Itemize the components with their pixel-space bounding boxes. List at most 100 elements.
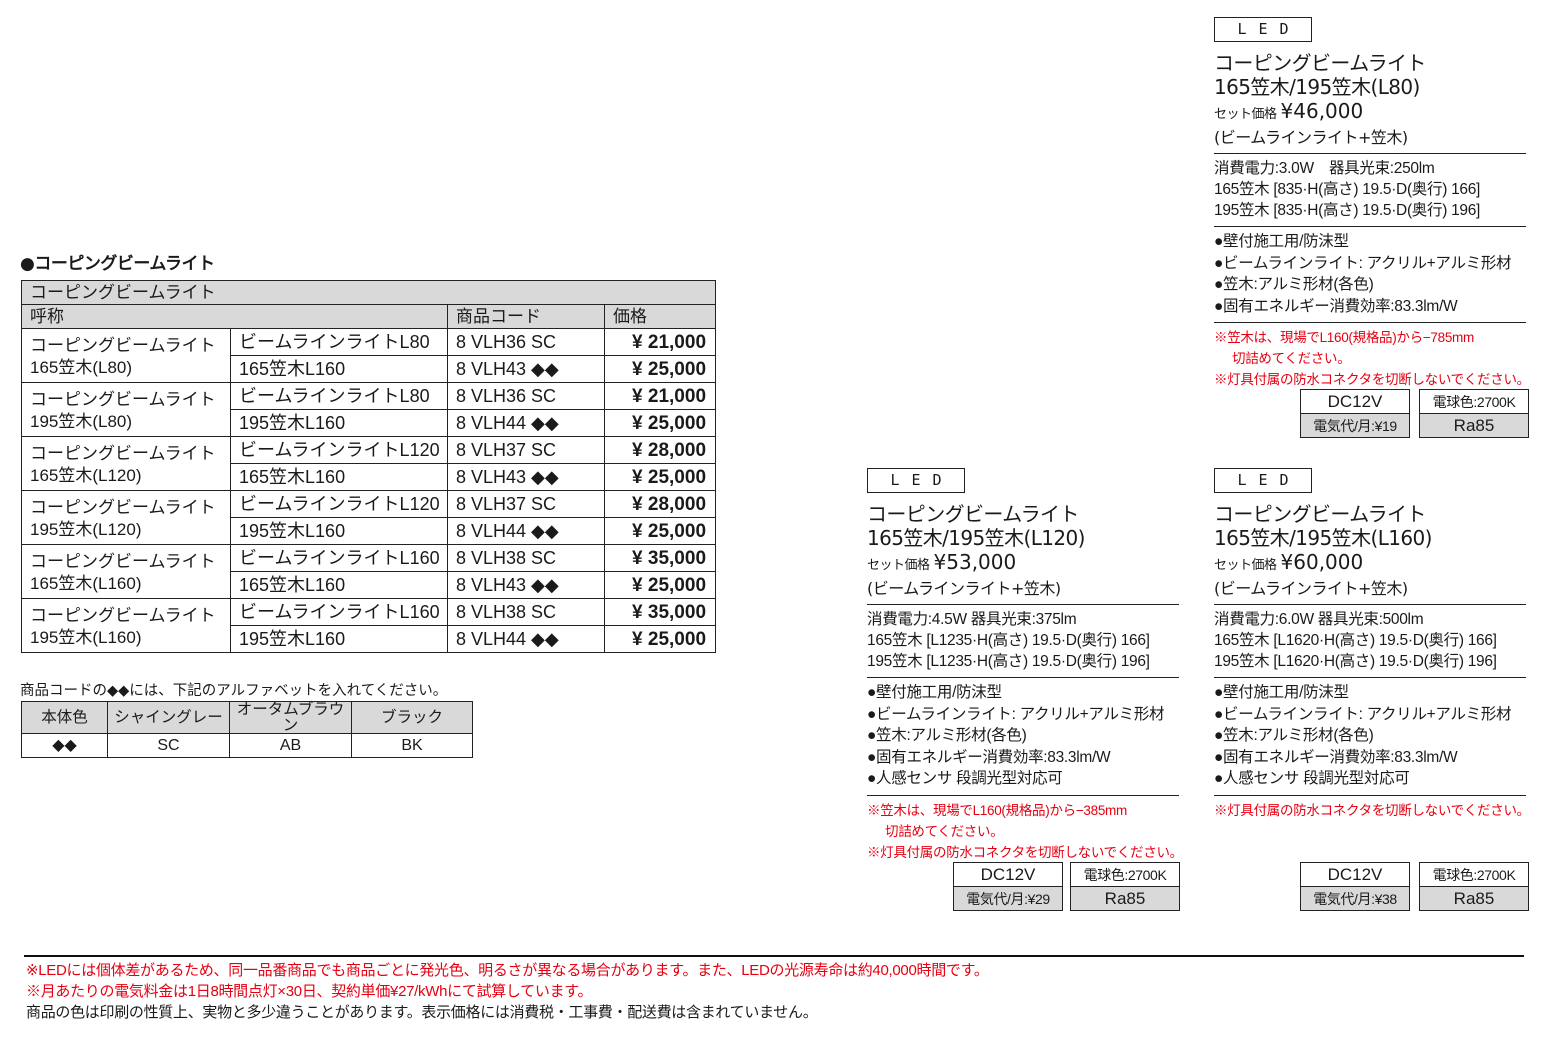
- feature-item: ●ビームラインライト: アクリル+アルミ形材: [1214, 254, 1512, 272]
- feature-item: ●ビームラインライト: アクリル+アルミ形材: [1214, 705, 1512, 723]
- feature-item: ●人感センサ 段調光型対応可: [867, 770, 1063, 787]
- part-cell: ビームラインライトL160: [230, 544, 448, 572]
- spec-line: 165笠木 [L1620·H(高さ) 19.5·D(奥行) 166]: [1214, 632, 1497, 649]
- product-name-line1: コーピングビームライト: [30, 497, 216, 517]
- header-code: 商品コード: [447, 304, 605, 329]
- warning-note: 切詰めてください。: [1232, 351, 1351, 366]
- color-temperature: 電球色:2700K: [1070, 862, 1180, 887]
- feature-item: ●壁付施工用/防沫型: [1214, 684, 1349, 701]
- product-name-line1: コーピングビームライト: [30, 443, 216, 463]
- part-cell: 165笠木L160: [230, 463, 448, 491]
- header-price: 価格: [603, 304, 717, 329]
- part-cell: 195笠木L160: [230, 625, 448, 653]
- feature-item: ●壁付施工用/防沫型: [867, 684, 1002, 701]
- card-title-line1: コーピングビームライト: [1214, 51, 1426, 75]
- product-name-line2: 195笠木(L160): [30, 627, 142, 647]
- price-cell: ¥ 25,000: [603, 571, 717, 599]
- product-name-line2: 165笠木(L120): [30, 465, 142, 485]
- color-code-note: 商品コードの◆◆には、下記のアルファベットを入れてください。: [20, 683, 448, 699]
- product-name-line2: 165笠木(L160): [30, 573, 142, 593]
- table-caption: コーピングビームライト: [20, 280, 717, 305]
- spec-line: 消費電力:3.0W 器具光束:250lm: [1214, 160, 1435, 177]
- divider: [867, 794, 1179, 796]
- product-name-cell: コーピングビームライト 195笠木(L160): [21, 598, 231, 653]
- feature-item: ●人感センサ 段調光型対応可: [1214, 770, 1410, 787]
- product-card-l120: LED コーピングビームライト 165笠木/195笠木(L120) セット価格¥…: [867, 468, 1183, 863]
- led-badge: LED: [1214, 17, 1312, 42]
- warning-note: ※灯具付属の防水コネクタを切断しないでください。: [1214, 372, 1530, 387]
- part-cell: ビームラインライトL120: [230, 436, 448, 464]
- color-temp-box: 電球色:2700K Ra85: [1070, 862, 1180, 911]
- price-cell: ¥ 28,000: [603, 490, 717, 518]
- product-name-line1: コーピングビームライト: [30, 335, 216, 355]
- ra-value: Ra85: [1419, 413, 1529, 438]
- code-cell: 8 VLH37 SC: [447, 436, 605, 464]
- feature-item: ●固有エネルギー消費効率:83.3lm/W: [867, 748, 1111, 766]
- table-row: 165笠木L160 8 VLH43 ◆◆ ¥ 25,000: [22, 463, 717, 491]
- voltage: DC12V: [953, 862, 1063, 887]
- feature-item: ●固有エネルギー消費効率:83.3lm/W: [1214, 748, 1458, 766]
- voltage: DC12V: [1300, 389, 1410, 414]
- color-value-ab: AB: [229, 733, 352, 758]
- color-header-row: 本体色 シャイングレー オータムブラウン ブラック: [21, 701, 473, 734]
- table-row: 195笠木L160 8 VLH44 ◆◆ ¥ 25,000: [22, 517, 717, 545]
- table-caption-row: コーピングビームライト: [20, 280, 717, 305]
- code-cell: 8 VLH37 SC: [447, 490, 605, 518]
- code-cell: 8 VLH38 SC: [447, 544, 605, 572]
- product-name-line2: 195笠木(L80): [30, 411, 133, 431]
- voltage-box: DC12V 電気代/月:¥38: [1300, 862, 1410, 911]
- set-price-value: ¥60,000: [1280, 550, 1364, 574]
- led-badge: LED: [867, 468, 965, 493]
- divider: [867, 677, 1179, 678]
- color-temp-box: 電球色:2700K Ra85: [1419, 862, 1529, 911]
- divider: [1214, 322, 1526, 323]
- set-price: セット価格¥60,000: [1214, 550, 1530, 578]
- ra-value: Ra85: [1419, 886, 1529, 911]
- card-title-line1: コーピングビームライト: [867, 502, 1079, 526]
- price-cell: ¥ 35,000: [603, 544, 717, 572]
- spec-line: 195笠木 [L1235·H(高さ) 19.5·D(奥行) 196]: [867, 653, 1150, 670]
- price-cell: ¥ 21,000: [603, 382, 717, 410]
- color-temp-box: 電球色:2700K Ra85: [1419, 389, 1529, 438]
- table-row: コーピングビームライト 195笠木(L80) ビームラインライトL80 8 VL…: [21, 382, 717, 437]
- footer-note-disclaimer: 商品の色は印刷の性質上、実物と多少違うことがあります。表示価格には消費税・工事費…: [26, 1004, 818, 1021]
- part-cell: ビームラインライトL80: [230, 382, 448, 410]
- part-cell: ビームラインライトL80: [230, 328, 448, 356]
- price-cell: ¥ 21,000: [603, 328, 717, 356]
- spec-line: 165笠木 [835·H(高さ) 19.5·D(奥行) 166]: [1214, 181, 1481, 198]
- code-cell: 8 VLH38 SC: [447, 598, 605, 626]
- color-value-placeholder: ◆◆: [21, 733, 108, 758]
- section-title: ●コーピングビームライト: [20, 254, 215, 274]
- table-row: 165笠木L160 8 VLH43 ◆◆ ¥ 25,000: [22, 355, 717, 383]
- divider: [1214, 794, 1526, 796]
- spec-line: 195笠木 [L1620·H(高さ) 19.5·D(奥行) 196]: [1214, 653, 1497, 670]
- electricity-cost: 電気代/月:¥29: [953, 886, 1063, 911]
- feature-item: ●笠木:アルミ形材(各色): [867, 727, 1027, 744]
- feature-item: ●笠木:アルミ形材(各色): [1214, 276, 1374, 293]
- color-code-table: 本体色 シャイングレー オータムブラウン ブラック ◆◆ SC AB BK: [21, 701, 473, 758]
- set-price-sub: (ビームラインライト+笠木): [1214, 128, 1408, 147]
- color-header-autumn-brown: オータムブラウン: [229, 701, 352, 734]
- part-cell: 195笠木L160: [230, 409, 448, 437]
- warning-note: ※灯具付属の防水コネクタを切断しないでください。: [867, 844, 1183, 860]
- product-card-l160: LED コーピングビームライト 165笠木/195笠木(L160) セット価格¥…: [1214, 468, 1530, 821]
- price-cell: ¥ 25,000: [603, 517, 717, 545]
- code-cell: 8 VLH44 ◆◆: [447, 625, 605, 653]
- electricity-cost: 電気代/月:¥19: [1300, 413, 1410, 438]
- spec-line: 165笠木 [L1235·H(高さ) 19.5·D(奥行) 166]: [867, 632, 1150, 649]
- price-cell: ¥ 25,000: [603, 409, 717, 437]
- set-price-label: セット価格: [1214, 107, 1277, 122]
- card-title-line2: 165笠木/195笠木(L160): [1214, 526, 1432, 550]
- footer-note-electricity: ※月あたりの電気料金は1日8時間点灯×30日、契約単価¥27/kWhにて試算して…: [26, 983, 593, 1000]
- product-name-line1: コーピングビームライト: [30, 605, 216, 625]
- part-cell: 165笠木L160: [230, 571, 448, 599]
- product-name-cell: コーピングビームライト 165笠木(L80): [21, 328, 231, 383]
- code-cell: 8 VLH43 ◆◆: [447, 571, 605, 599]
- part-cell: 195笠木L160: [230, 517, 448, 545]
- set-price-label: セット価格: [1214, 558, 1277, 573]
- color-header-body: 本体色: [21, 701, 108, 734]
- divider: [1214, 677, 1526, 678]
- set-price-sub: (ビームラインライト+笠木): [867, 579, 1061, 598]
- spec-line: 消費電力:6.0W 器具光束:500lm: [1214, 611, 1424, 628]
- table-header-row: 呼称 商品コード 価格: [21, 304, 717, 329]
